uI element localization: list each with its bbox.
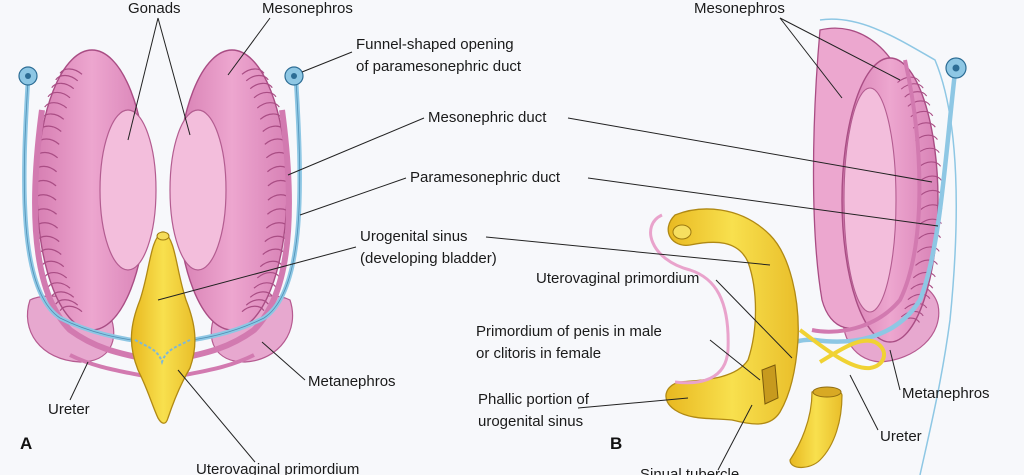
label-mesonephros-b: Mesonephros <box>694 0 785 17</box>
label-paramesonephric-duct: Paramesonephric duct <box>410 169 561 186</box>
label-gonads: Gonads <box>128 0 181 17</box>
label-metanephros-a: Metanephros <box>308 373 396 390</box>
funnel-opening-b <box>945 57 967 79</box>
label-uterovaginal-primordium-a: Uterovaginal primordium <box>196 461 360 475</box>
sinual-tubercle-tube <box>789 387 843 469</box>
panel-letter-b: B <box>610 434 623 453</box>
paramesonephric-duct-b <box>767 71 958 372</box>
label-uterovaginal-primordium-b: Uterovaginal primordium <box>536 270 700 287</box>
label-phallic-line2: urogenital sinus <box>478 413 584 430</box>
urogenital-sinus-b <box>665 208 799 425</box>
label-ureter-b: Ureter <box>880 428 922 445</box>
leader-lines <box>69 17 939 471</box>
gonad-right <box>169 109 227 271</box>
label-mesonephros-a: Mesonephros <box>262 0 353 17</box>
funnel-opening-left <box>18 66 38 86</box>
funnel-opening-right <box>284 66 304 86</box>
label-funnel-line1: Funnel-shaped opening <box>356 36 514 53</box>
label-ureter-a: Ureter <box>48 401 90 418</box>
uterovaginal-primordium-a <box>134 339 191 366</box>
panel-b-figure <box>649 18 967 475</box>
label-sinual-tubercle: Sinual tubercle <box>640 466 740 475</box>
gonad-left <box>99 109 157 271</box>
panel-a-figure <box>18 49 304 424</box>
label-penis-line1: Primordium of penis in male <box>476 323 662 340</box>
uterovaginal-primordium-b <box>761 364 779 405</box>
gonad-b <box>843 87 897 313</box>
urogenital-sinus <box>130 231 196 424</box>
phallic-outline <box>649 213 730 385</box>
label-penis-line2: or clitoris in female <box>476 345 602 362</box>
label-urogenital-sinus-line2: (developing bladder) <box>360 250 497 267</box>
panel-letter-a: A <box>20 434 33 453</box>
label-funnel-line2: of paramesonephric duct <box>356 58 522 75</box>
label-urogenital-sinus-line1: Urogenital sinus <box>360 228 468 245</box>
mesonephric-tubules <box>33 68 291 313</box>
label-phallic-line1: Phallic portion of <box>478 391 589 408</box>
mesonephric-duct-b <box>811 59 922 334</box>
ureter-b <box>798 328 886 371</box>
label-mesonephric-duct: Mesonephric duct <box>428 109 547 126</box>
body-wall-outline <box>819 18 957 475</box>
label-metanephros-b: Metanephros <box>902 385 990 402</box>
